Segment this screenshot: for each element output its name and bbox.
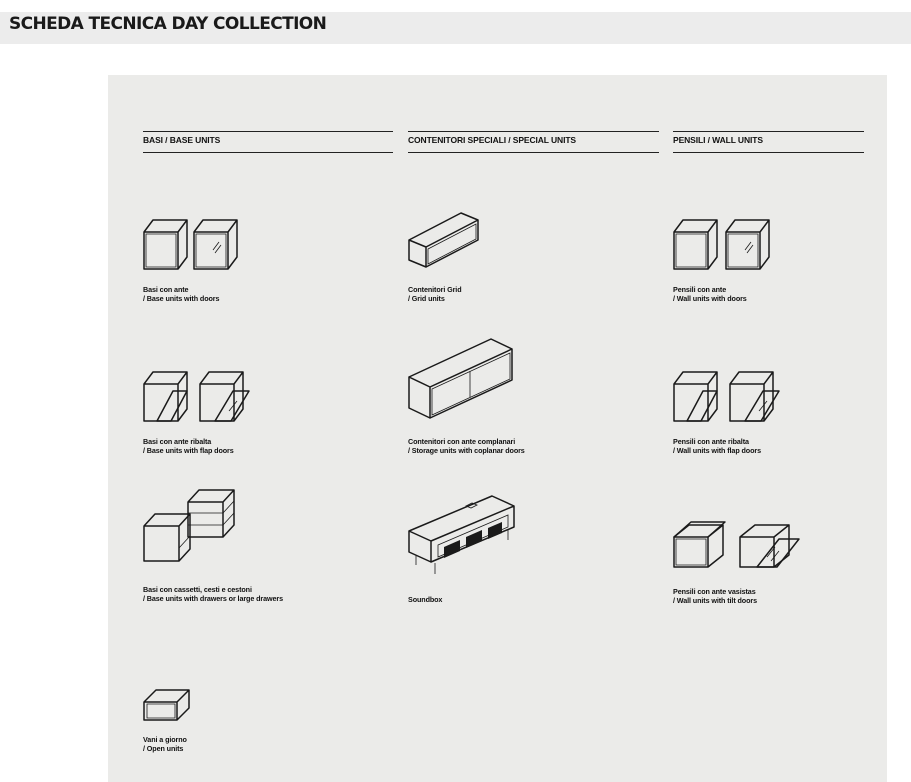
item-wall-doors: Pensili con ante / Wall units with doors: [673, 215, 793, 315]
column-heading-wall-units: PENSILI / WALL UNITS: [673, 131, 864, 153]
item-caption-line2: / Wall units with doors: [673, 294, 747, 303]
item-caption-line1: Basi con ante ribalta: [143, 437, 212, 446]
page-title-bar: SCHEDA TECNICA DAY COLLECTION: [0, 12, 911, 44]
page-title: SCHEDA TECNICA DAY COLLECTION: [9, 14, 327, 34]
grid-unit-icon: [408, 212, 479, 268]
item-caption-line1: Pensili con ante: [673, 285, 727, 294]
column-heading-label: CONTENITORI SPECIALI / SPECIAL UNITS: [408, 135, 576, 145]
item-caption-line2: / Base units with drawers or large drawe…: [143, 594, 283, 603]
item-caption-line1: Contenitori Grid: [408, 285, 462, 294]
item-caption-line2: / Base units with flap doors: [143, 446, 234, 455]
item-caption-line2: / Storage units with coplanar doors: [408, 446, 525, 455]
column-heading-label: BASI / BASE UNITS: [143, 135, 221, 145]
item-soundbox: Soundbox: [408, 493, 568, 613]
item-caption-line2: / Open units: [143, 744, 184, 753]
soundbox-unit-icon: [408, 495, 515, 574]
item-base-drawers: Basi con cassetti, cesti e cestoni / Bas…: [143, 487, 343, 607]
open-unit-icon: [143, 689, 190, 721]
wall-unit-doors-icon: [673, 219, 770, 270]
wall-unit-flap-doors-icon: [673, 371, 780, 422]
item-caption-line1: Pensili con ante ribalta: [673, 437, 749, 446]
item-wall-flap: Pensili con ante ribalta / Wall units wi…: [673, 367, 803, 467]
base-unit-flap-doors-icon: [143, 371, 250, 422]
item-base-flap: Basi con ante ribalta / Base units with …: [143, 367, 273, 467]
item-grid: Contenitori Grid / Grid units: [408, 210, 558, 320]
item-caption-line2: / Wall units with tilt doors: [673, 596, 757, 605]
item-caption-line2: / Wall units with flap doors: [673, 446, 761, 455]
item-open-units: Vani a giorno / Open units: [143, 687, 263, 777]
item-caption-line1: Basi con cassetti, cesti e cestoni: [143, 585, 252, 594]
item-caption-line1: Pensili con ante vasistas: [673, 587, 756, 596]
item-wall-tilt: Pensili con ante vasistas / Wall units w…: [673, 519, 813, 619]
column-heading-label: PENSILI / WALL UNITS: [673, 135, 763, 145]
item-caption-line2: / Grid units: [408, 294, 445, 303]
wall-unit-tilt-doors-icon: [673, 521, 800, 568]
column-heading-special-units: CONTENITORI SPECIALI / SPECIAL UNITS: [408, 131, 659, 153]
item-caption-line1: Vani a giorno: [143, 735, 187, 744]
item-caption-line1: Soundbox: [408, 595, 443, 604]
item-caption-line2: / Base units with doors: [143, 294, 220, 303]
item-coplanar: Contenitori con ante complanari / Storag…: [408, 337, 588, 467]
coplanar-doors-unit-icon: [408, 338, 513, 419]
base-unit-drawers-icon: [143, 489, 235, 562]
technical-sheet: BASI / BASE UNITS CONTENITORI SPECIALI /…: [108, 75, 887, 782]
column-heading-base-units: BASI / BASE UNITS: [143, 131, 393, 153]
base-unit-doors-icon: [143, 219, 238, 270]
item-caption-line1: Basi con ante: [143, 285, 189, 294]
item-caption-line1: Contenitori con ante complanari: [408, 437, 516, 446]
item-base-doors: Basi con ante / Base units with doors: [143, 215, 263, 315]
